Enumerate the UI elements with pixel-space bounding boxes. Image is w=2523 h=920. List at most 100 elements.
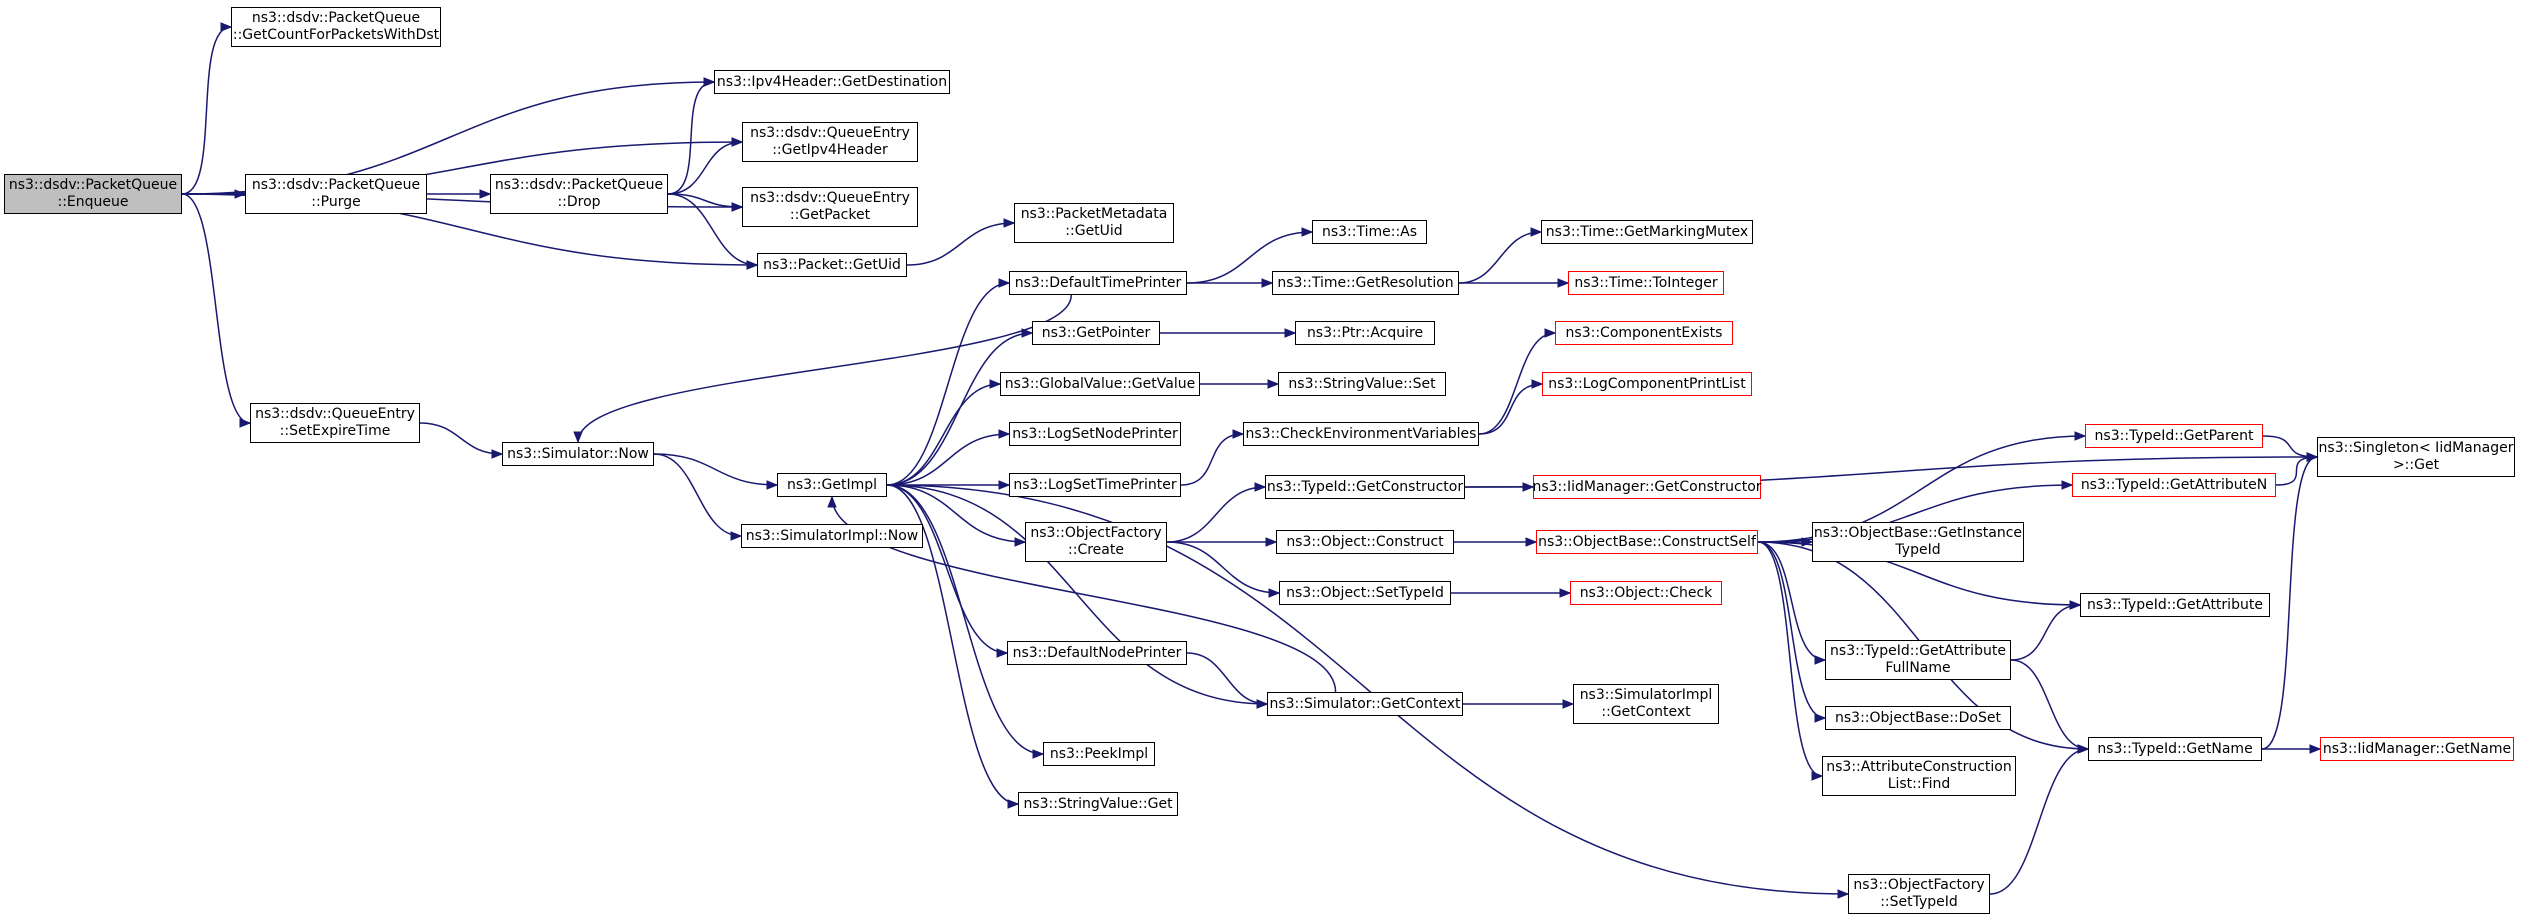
node-typeid-getname[interactable]: ns3::TypeId::GetName [2088,737,2262,761]
node-objectbase-doset[interactable]: ns3::ObjectBase::DoSet [1825,706,2011,730]
call-edge [667,81,715,195]
node-getpointer[interactable]: ns3::GetPointer [1032,321,1160,345]
node-label-line: ns3::Time::GetMarkingMutex [1545,223,1749,240]
call-edge [1478,383,1543,435]
node-ipv4header-getdestination[interactable]: ns3::Ipv4Header::GetDestination [714,70,950,94]
node-peekimpl[interactable]: ns3::PeekImpl [1043,742,1155,766]
node-queueentry-setexpiretime[interactable]: ns3::dsdv::QueueEntry ::SetExpireTime [250,403,420,443]
call-edge [2010,659,2089,750]
node-defaulttimeprinter[interactable]: ns3::DefaultTimePrinter [1009,271,1187,295]
node-label-line: ns3::dsdv::PacketQueue [251,177,421,193]
arrowhead-icon [1530,227,1543,237]
call-edge [1458,231,1542,284]
node-attributeconstructionlist-find[interactable]: ns3::AttributeConstruction List::Find [1822,756,2016,796]
node-label-line: ns3::ObjectBase::GetInstance [1813,525,2023,541]
node-label-line: ns3::dsdv::QueueEntry [255,406,415,422]
node-label-line: ns3::ObjectFactory [1030,525,1162,541]
node-globalvalue-getvalue[interactable]: ns3::GlobalValue::GetValue [1000,372,1200,396]
node-label-line: ns3::TypeId::GetAttribute [1830,643,2006,659]
node-stringvalue-set[interactable]: ns3::StringValue::Set [1278,372,1446,396]
node-time-as[interactable]: ns3::Time::As [1312,220,1427,244]
call-edge [667,141,743,195]
arrowhead-icon [2069,600,2082,610]
node-packetqueue-getcountforpacketswithdst[interactable]: ns3::dsdv::PacketQueue ::GetCountForPack… [231,7,441,47]
arrowhead-icon [1301,227,1314,237]
node-typeid-getattributefullname[interactable]: ns3::TypeId::GetAttribute FullName [1825,640,2011,680]
node-simulator-getcontext[interactable]: ns3::Simulator::GetContext [1267,692,1463,716]
node-objectbase-constructself[interactable]: ns3::ObjectBase::ConstructSelf [1536,530,1758,554]
node-label-line: ::SetExpireTime [279,423,391,439]
node-typeid-getattribute[interactable]: ns3::TypeId::GetAttribute [2080,593,2270,617]
node-label-line: ns3::TypeId::GetAttribute [2087,596,2263,613]
node-object-construct[interactable]: ns3::Object::Construct [1276,530,1454,554]
node-logsetnodeprinter[interactable]: ns3::LogSetNodePrinter [1009,422,1181,446]
call-edge [906,222,1015,266]
arrowhead-icon [1254,482,1267,492]
node-label-line: ns3::dsdv::QueueEntry [750,125,910,141]
node-label-line: ns3::LogComponentPrintList [1548,375,1746,392]
node-label-line: ::GetPacket [789,207,871,223]
node-ptr-acquire[interactable]: ns3::Ptr::Acquire [1295,321,1435,345]
arrowhead-icon [1032,749,1045,759]
node-label-line: ns3::TypeId::GetName [2097,740,2253,757]
node-label-line: ::GetIpv4Header [772,142,888,158]
node-packet-getuid[interactable]: ns3::Packet::GetUid [757,253,907,277]
call-edge [886,383,1001,486]
node-queueentry-getpacket[interactable]: ns3::dsdv::QueueEntry ::GetPacket [742,187,918,227]
node-typeid-getparent[interactable]: ns3::TypeId::GetParent [2085,424,2263,448]
arrowhead-icon [1268,588,1281,598]
node-objectfactory-create[interactable]: ns3::ObjectFactory ::Create [1025,522,1167,562]
node-iidmanager-getconstructor[interactable]: ns3::IidManager::GetConstructor [1532,475,1762,499]
node-label-line: ns3::GetPointer [1041,324,1151,341]
node-label-line: ns3::ObjectBase::DoSet [1835,709,2001,726]
node-iidmanager-getname[interactable]: ns3::IidManager::GetName [2320,737,2514,761]
node-typeid-getattributen[interactable]: ns3::TypeId::GetAttributeN [2072,473,2276,497]
arrowhead-icon [1525,537,1538,547]
node-checkenvironmentvariables[interactable]: ns3::CheckEnvironmentVariables [1243,422,1479,446]
node-packetqueue-enqueue[interactable]: ns3::dsdv::PacketQueue ::Enqueue [4,174,182,214]
node-typeid-getconstructor[interactable]: ns3::TypeId::GetConstructor [1265,475,1465,499]
node-label-line: ns3::Ipv4Header::GetDestination [716,73,948,90]
node-packetqueue-purge[interactable]: ns3::dsdv::PacketQueue ::Purge [245,174,427,214]
arrowhead-icon [1562,699,1575,709]
node-componentexists[interactable]: ns3::ComponentExists [1555,321,1733,345]
node-logcomponentprintlist[interactable]: ns3::LogComponentPrintList [1542,372,1752,396]
arrowhead-icon [1531,379,1544,389]
call-edge [667,193,743,208]
arrowhead-icon [730,531,743,541]
node-label-line: ns3::Packet::GetUid [763,256,901,273]
node-packetmetadata-getuid[interactable]: ns3::PacketMetadata ::GetUid [1014,203,1174,243]
node-simulator-now[interactable]: ns3::Simulator::Now [502,442,654,466]
node-objectfactory-settypeid[interactable]: ns3::ObjectFactory ::SetTypeId [1848,874,1990,914]
call-edge [886,484,1268,705]
node-time-getresolution[interactable]: ns3::Time::GetResolution [1272,271,1459,295]
call-edge [1186,231,1313,284]
node-simulatorimpl-now[interactable]: ns3::SimulatorImpl::Now [741,524,923,548]
call-edge [667,193,758,266]
node-label-line: ::Enqueue [57,194,129,210]
call-edge [1186,652,1268,705]
node-time-tointeger[interactable]: ns3::Time::ToInteger [1568,271,1724,295]
node-object-check[interactable]: ns3::Object::Check [1570,581,1722,605]
arrowhead-icon [827,495,837,508]
node-getimpl[interactable]: ns3::GetImpl [777,473,887,497]
node-stringvalue-get[interactable]: ns3::StringValue::Get [1018,792,1178,816]
node-queueentry-getipv4header[interactable]: ns3::dsdv::QueueEntry ::GetIpv4Header [742,122,918,162]
node-label-line: ::GetCountForPacketsWithDst [232,27,440,43]
node-logsettimeprinter[interactable]: ns3::LogSetTimePrinter [1009,473,1181,497]
node-object-settypeid[interactable]: ns3::Object::SetTypeId [1279,581,1451,605]
node-time-getmarkingmutex[interactable]: ns3::Time::GetMarkingMutex [1541,220,1753,244]
node-singleton-iidmanager-get[interactable]: ns3::Singleton< IidManager >::Get [2317,437,2515,477]
arrowhead-icon [1256,699,1269,709]
node-label-line: ns3::ComponentExists [1565,324,1723,341]
node-label-line: ns3::Ptr::Acquire [1306,324,1424,341]
arrowhead-icon [731,137,744,147]
node-simulatorimpl-getcontext[interactable]: ns3::SimulatorImpl ::GetContext [1573,684,1719,724]
node-label-line: ns3::StringValue::Get [1023,795,1173,812]
call-edge [886,282,1010,486]
node-objectbase-getinstancetypeid[interactable]: ns3::ObjectBase::GetInstance TypeId [1812,522,2024,562]
node-defaultnodeprinter[interactable]: ns3::DefaultNodePrinter [1007,641,1187,665]
node-packetqueue-drop[interactable]: ns3::dsdv::PacketQueue ::Drop [490,174,668,214]
arrowhead-icon [491,449,504,459]
arrowhead-icon [1003,218,1016,228]
